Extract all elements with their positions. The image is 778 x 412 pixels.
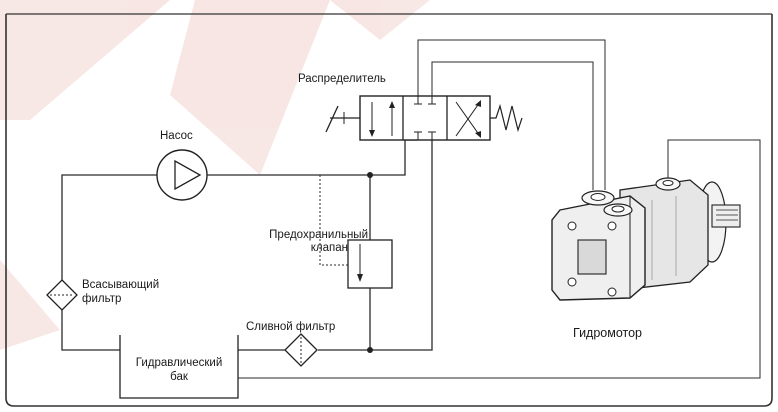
suction-filter-label-line2: фильтр [82,293,121,305]
suction-filter-label-line1: Всасывающий [82,279,159,291]
junction-dot [367,347,373,353]
tank-label-line1: Гидравлический [136,357,223,369]
hydraulic-motor-illustration [551,177,741,301]
distributor-label: Распределитель [298,73,386,85]
junction-dot [367,172,373,178]
hydraulic-lines [61,39,761,379]
watermark-wedge-2 [170,0,330,175]
pump-label: Насос [160,130,193,142]
drain-filter-label: Сливной фильтр [246,321,335,333]
distributor-valve [325,95,523,141]
pump-symbol [156,149,208,201]
relief-valve-label-line1: Предохранильный [269,229,368,241]
tank-symbol [119,335,239,399]
frame [5,14,773,407]
relief-valve-label-line2: клапан [311,242,348,254]
tank-label-line2: бак [170,371,189,383]
drain-filter-symbol [284,333,318,367]
suction-filter-symbol [46,279,78,311]
watermark-wedges [0,0,430,350]
motor-label: Гидромотор [573,326,642,340]
watermark-wedge-3 [330,0,430,40]
relief-valve-symbol [347,239,393,289]
watermark-wedge-1 [0,0,170,120]
watermark-wedge-4 [0,260,60,350]
